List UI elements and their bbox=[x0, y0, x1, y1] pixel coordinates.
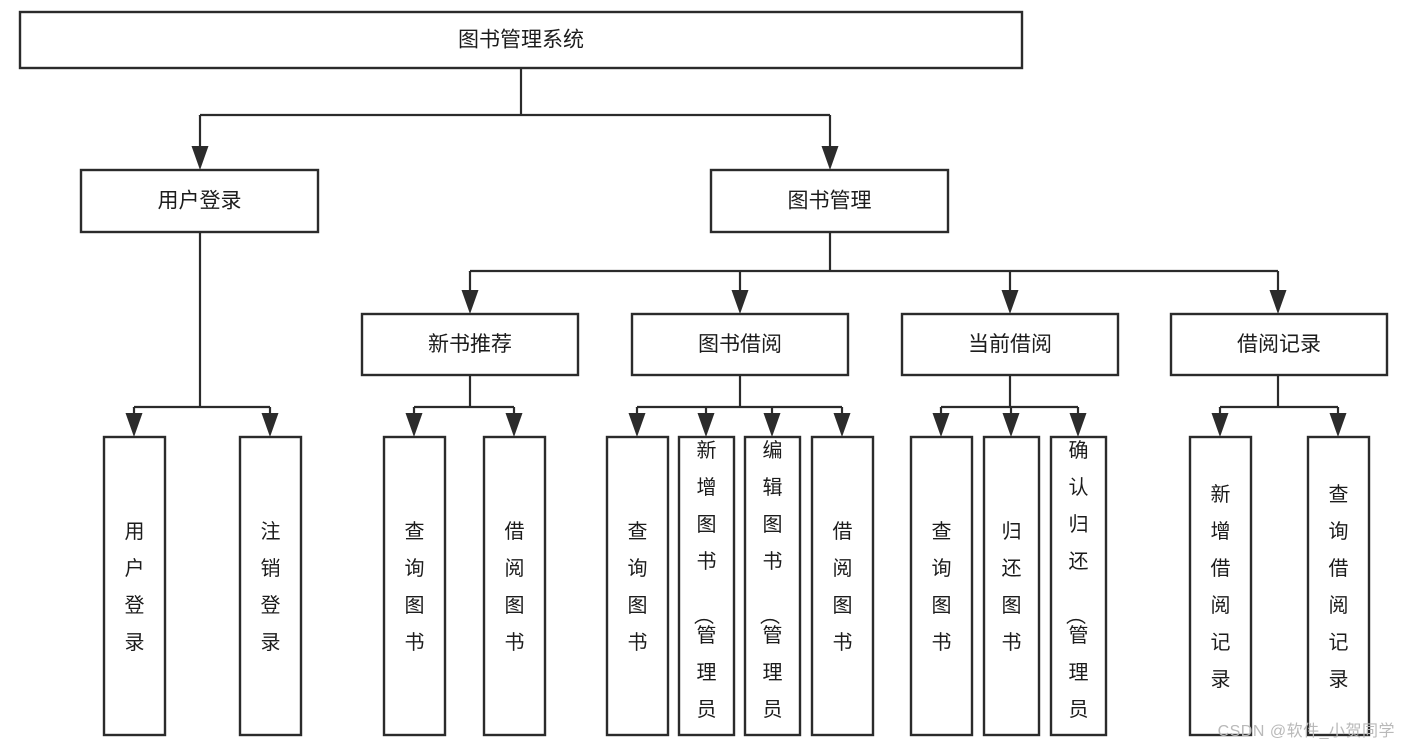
node-label: 用户登录 bbox=[125, 521, 145, 654]
node-leaf-br-add-record[interactable]: 新增借阅记录 bbox=[1188, 435, 1253, 737]
node-box[interactable] bbox=[982, 435, 1041, 737]
node-box[interactable] bbox=[1169, 312, 1389, 377]
node-leaf-bb-borrow-book[interactable]: 借阅图书 bbox=[810, 435, 875, 737]
node-box[interactable] bbox=[382, 435, 447, 737]
node-box[interactable] bbox=[18, 10, 1024, 70]
node-box[interactable] bbox=[630, 312, 850, 377]
node-label: 借阅图书 bbox=[833, 520, 853, 654]
node-leaf-cb-confirm-return[interactable]: 确认归还（管理员） bbox=[1049, 435, 1108, 747]
node-box[interactable] bbox=[238, 435, 303, 737]
node-box[interactable] bbox=[900, 312, 1120, 377]
node-leaf-rec-query-book[interactable]: 查询图书 bbox=[382, 435, 447, 737]
arrow-head-icon bbox=[932, 413, 950, 437]
node-label: 注销登录 bbox=[261, 520, 281, 654]
node-user-login[interactable]: 用户登录 bbox=[79, 168, 320, 234]
node-leaf-br-query-record[interactable]: 查询借阅记录 bbox=[1306, 435, 1371, 737]
arrow-head-icon bbox=[1069, 413, 1087, 437]
node-label: 确认归还（管理员） bbox=[1064, 439, 1089, 747]
node-label: 查询图书 bbox=[628, 520, 648, 654]
node-box[interactable] bbox=[1306, 435, 1371, 737]
node-box[interactable] bbox=[909, 435, 974, 737]
node-label: 编辑图书（管理员） bbox=[758, 439, 783, 747]
node-box[interactable] bbox=[482, 435, 547, 737]
node-box[interactable] bbox=[79, 168, 320, 234]
node-leaf-bb-edit-book[interactable]: 编辑图书（管理员） bbox=[743, 435, 802, 747]
node-label: 当前借阅 bbox=[968, 333, 1052, 356]
node-book-manage[interactable]: 图书管理 bbox=[709, 168, 950, 234]
arrow-head-icon bbox=[628, 413, 646, 437]
node-box[interactable] bbox=[743, 435, 802, 737]
arrow-head-icon bbox=[833, 413, 851, 437]
node-leaf-user-logout[interactable]: 注销登录 bbox=[238, 435, 303, 737]
node-label: 图书借阅 bbox=[698, 333, 782, 356]
node-leaf-cb-return-book[interactable]: 归还图书 bbox=[982, 435, 1041, 737]
arrow-head-icon bbox=[763, 413, 781, 437]
arrow-head-icon bbox=[1002, 413, 1020, 437]
node-layer: 图书管理系统用户登录图书管理新书推荐图书借阅当前借阅借阅记录用户登录注销登录查询… bbox=[18, 10, 1389, 747]
arrow-head-icon bbox=[405, 413, 423, 437]
arrow-head-icon bbox=[461, 290, 479, 314]
node-borrow-record[interactable]: 借阅记录 bbox=[1169, 312, 1389, 377]
node-current-borrow[interactable]: 当前借阅 bbox=[900, 312, 1120, 377]
node-box[interactable] bbox=[1049, 435, 1108, 737]
node-box[interactable] bbox=[1188, 435, 1253, 737]
node-box[interactable] bbox=[810, 435, 875, 737]
node-label: 查询图书 bbox=[932, 520, 952, 654]
node-box[interactable] bbox=[677, 435, 736, 737]
node-label: 用户登录 bbox=[158, 190, 242, 213]
node-label: 查询图书 bbox=[405, 520, 425, 654]
watermark-text: CSDN @软件_小贺同学 bbox=[1217, 723, 1395, 740]
node-leaf-rec-borrow-book[interactable]: 借阅图书 bbox=[482, 435, 547, 737]
arrow-head-icon bbox=[125, 413, 143, 437]
node-label: 图书管理 bbox=[788, 190, 872, 213]
node-book-borrow[interactable]: 图书借阅 bbox=[630, 312, 850, 377]
arrow-head-icon bbox=[1329, 413, 1347, 437]
arrow-head-icon bbox=[697, 413, 715, 437]
node-new-book-rec[interactable]: 新书推荐 bbox=[360, 312, 580, 377]
arrow-head-icon bbox=[261, 413, 279, 437]
node-leaf-bb-query-book[interactable]: 查询图书 bbox=[605, 435, 670, 737]
arrow-head-icon bbox=[191, 146, 209, 170]
arrow-head-icon bbox=[1211, 413, 1229, 437]
node-label: 新书推荐 bbox=[428, 333, 512, 356]
arrow-head-icon bbox=[1269, 290, 1287, 314]
node-box[interactable] bbox=[709, 168, 950, 234]
node-label: 新增借阅记录 bbox=[1211, 483, 1231, 691]
node-root[interactable]: 图书管理系统 bbox=[18, 10, 1024, 70]
node-label: 新增图书（管理员） bbox=[692, 439, 717, 747]
node-box[interactable] bbox=[605, 435, 670, 737]
node-label: 借阅图书 bbox=[505, 520, 525, 654]
node-label: 归还图书 bbox=[1002, 520, 1022, 654]
node-box[interactable] bbox=[102, 435, 167, 737]
arrow-head-icon bbox=[1001, 290, 1019, 314]
arrow-head-icon bbox=[731, 290, 749, 314]
node-label: 图书管理系统 bbox=[458, 29, 584, 52]
node-box[interactable] bbox=[360, 312, 580, 377]
connector-layer bbox=[125, 68, 1347, 437]
arrow-head-icon bbox=[821, 146, 839, 170]
node-leaf-user-login[interactable]: 用户登录 bbox=[102, 435, 167, 737]
node-leaf-cb-query-book[interactable]: 查询图书 bbox=[909, 435, 974, 737]
node-label: 借阅记录 bbox=[1237, 333, 1321, 356]
node-label: 查询借阅记录 bbox=[1329, 483, 1349, 691]
node-leaf-bb-add-book[interactable]: 新增图书（管理员） bbox=[677, 435, 736, 747]
arrow-head-icon bbox=[505, 413, 523, 437]
